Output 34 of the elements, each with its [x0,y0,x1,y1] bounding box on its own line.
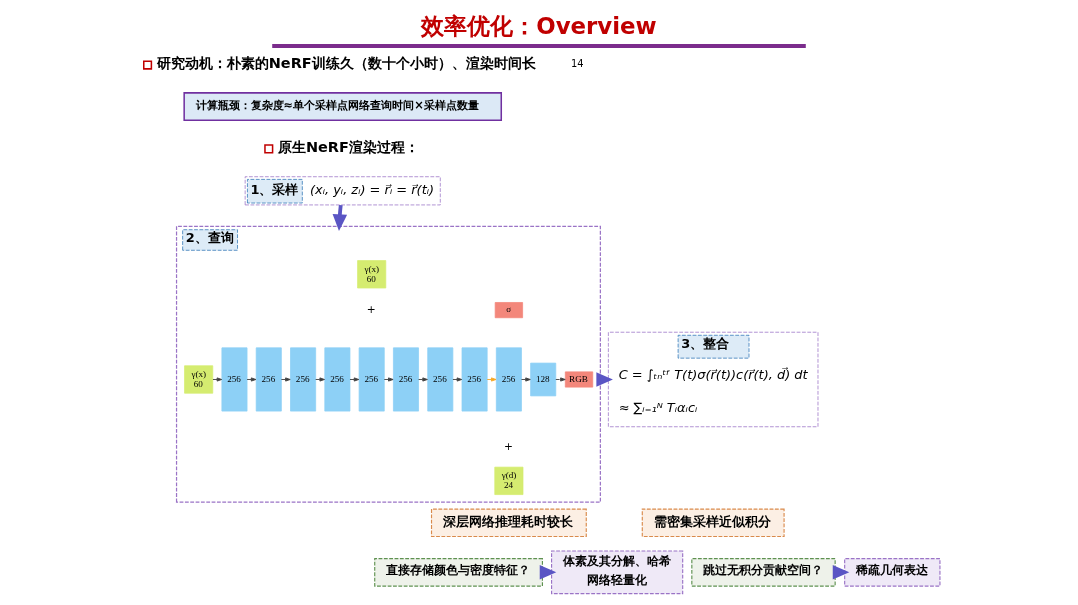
node-box: 256 [324,347,351,412]
node-box: 256 [255,347,282,412]
arrow [521,377,531,382]
node-box: RGB [564,371,594,388]
label: + [503,439,513,453]
node-box: γ(d) 24 [494,466,524,495]
node-box: 128 [530,362,557,397]
node-box: 体素及其分解、哈希网络轻量化 [551,550,684,595]
arrow [246,377,257,382]
diagram-title: 效率优化：Overview [421,13,657,40]
node-box: γ(x) 60 [357,260,387,289]
node-box: 256 [221,347,248,412]
node-box: 256 [290,347,317,412]
label: 原生NeRF渲染过程： [277,138,419,155]
node-box: 256 [393,347,419,412]
node-box: 256 [461,347,488,412]
arrow [596,372,613,387]
node-box: 深层网络推理耗时较长 [430,508,587,538]
node-box: 256 [495,347,522,412]
node-box: 稀疏几何表达 [844,558,941,587]
arrow [383,377,394,382]
label: + [366,302,376,316]
arrow [280,377,291,382]
label: 研究动机：朴素的NeRF训练久（数十个小时）、渲染时间长 [156,54,536,71]
node-box: 需密集采样近似积分 [641,508,785,538]
node-box: γ(x) 60 [184,365,214,394]
node-box: σ [494,302,523,319]
arrow [555,377,566,382]
node-box: 计算瓶颈：复杂度≈单个采样点网络查询时间×采样点数量 [183,92,503,122]
label: 14 [571,58,584,70]
arrow [349,377,360,382]
arrow [486,377,497,382]
node-box: 256 [358,347,385,412]
node-box: 256 [427,347,454,412]
